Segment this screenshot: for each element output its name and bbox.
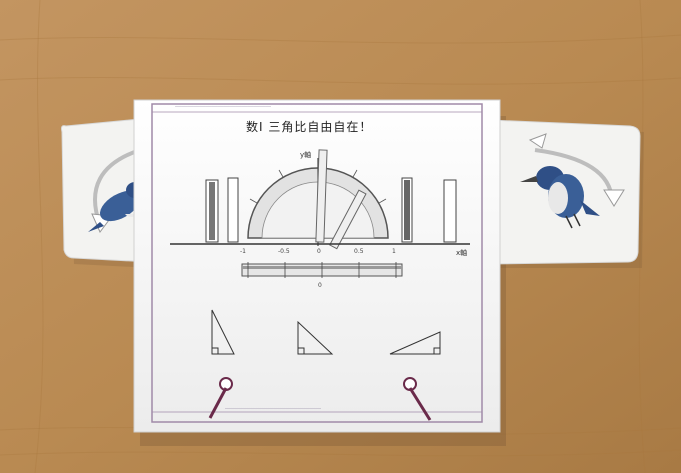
scale-tick: 0 [317,248,321,255]
scale-tick: 1 [392,248,396,255]
center-zero-label: 0 [318,282,322,289]
right-bird [520,166,600,229]
card-header-text: ………………………………………… [175,102,271,109]
left-bird [88,182,144,232]
scale-tick: 0.5 [354,248,364,255]
pull-tabs [208,377,432,421]
scale-tick: -1 [240,248,246,255]
left-gauge [205,177,239,243]
right-gauge [401,177,457,243]
card-title: 数Ⅰ 三角比自由自在！ [246,120,373,134]
y-axis-label: y軸 [300,151,312,159]
triangles [211,309,441,355]
card-footer-text: ………………………………………… [225,404,321,411]
x-axis-label: x軸 [456,249,468,257]
scale-tick: -0.5 [278,248,290,255]
card-border [151,103,483,423]
